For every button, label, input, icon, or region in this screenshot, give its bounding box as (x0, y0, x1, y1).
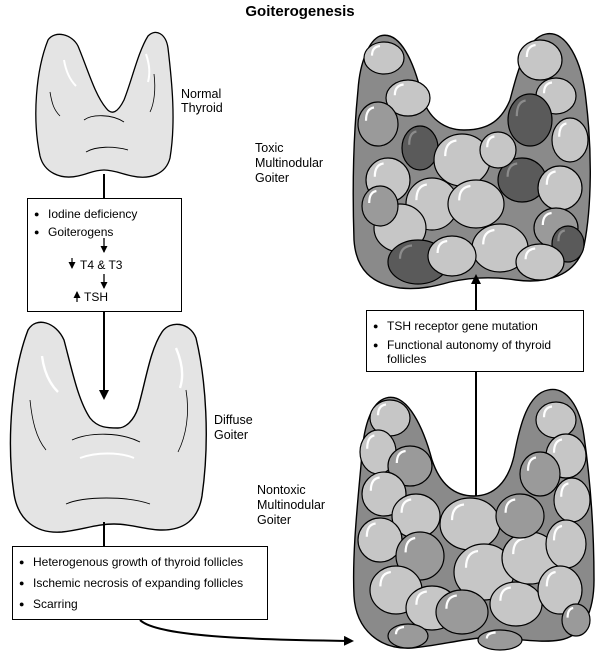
list-item-goiterogens: Goiterogens (34, 225, 175, 239)
nodule (507, 93, 553, 147)
label-diffuse-line2: Goiter (214, 428, 248, 442)
nodule (517, 39, 563, 81)
toxic-multinodular-goiter (352, 33, 591, 290)
list-item-ischemic-necrosis: Ischemic necrosis of expanding follicles (19, 576, 261, 590)
label-nontoxic-line3: Goiter (257, 513, 291, 527)
label-toxic-line3: Goiter (255, 171, 289, 185)
label-normal-line1: Normal (181, 87, 221, 101)
label-normal-line2: Thyroid (181, 101, 223, 115)
nodule (401, 125, 439, 171)
nodule (551, 117, 589, 163)
nodule (477, 629, 523, 651)
label-t4-t3: T4 & T3 (80, 258, 123, 272)
list-item-heterogenous-growth: Heterogenous growth of thyroid follicles (19, 555, 261, 569)
nodule (363, 41, 405, 75)
label-nontoxic-line1: Nontoxic (257, 483, 306, 497)
nodule (357, 101, 399, 147)
normal-thyroid (35, 31, 174, 178)
nontoxic-multinodular-goiter (352, 388, 595, 651)
list-item-iodine-deficiency: Iodine deficiency (34, 207, 175, 221)
nodule (385, 79, 431, 117)
diffuse-goiter (9, 321, 207, 533)
nodule (553, 477, 591, 523)
nodule (519, 451, 561, 497)
list-item-functional-autonomy: Functional autonomy of thyroid follicles (373, 338, 577, 366)
nodule (447, 179, 505, 229)
nodule (537, 165, 583, 211)
nodule (561, 603, 591, 637)
nodule (489, 581, 543, 627)
nodule (495, 493, 545, 539)
nodule (387, 623, 429, 649)
nodule (545, 519, 587, 569)
list-item-scarring: Scarring (19, 597, 261, 611)
nodule (479, 131, 517, 169)
diagram-title: Goiterogenesis (245, 3, 354, 20)
label-diffuse-line1: Diffuse (214, 413, 253, 427)
box-tsh-receptor-mutation: TSH receptor gene mutation Functional au… (366, 310, 584, 372)
nodule (357, 517, 403, 563)
nodule (387, 445, 433, 487)
nodule (361, 185, 399, 227)
nodule (435, 589, 489, 635)
label-toxic-line2: Multinodular (255, 156, 323, 170)
label-nontoxic-line2: Multinodular (257, 498, 325, 512)
nodule (369, 399, 411, 437)
label-tsh-up: TSH (84, 290, 108, 304)
label-toxic-line1: Toxic (255, 141, 283, 155)
arrow-to-nontoxic (139, 619, 354, 646)
box-heterogenous-growth: Heterogenous growth of thyroid follicles… (12, 546, 268, 620)
list-item-tsh-receptor-mutation: TSH receptor gene mutation (373, 319, 577, 333)
nodule (515, 243, 565, 281)
box-iodine-deficiency: Iodine deficiency Goiterogens (27, 198, 182, 312)
nodule (439, 497, 501, 551)
nodule (535, 401, 577, 439)
nodule (537, 565, 583, 615)
nodule (427, 235, 477, 277)
